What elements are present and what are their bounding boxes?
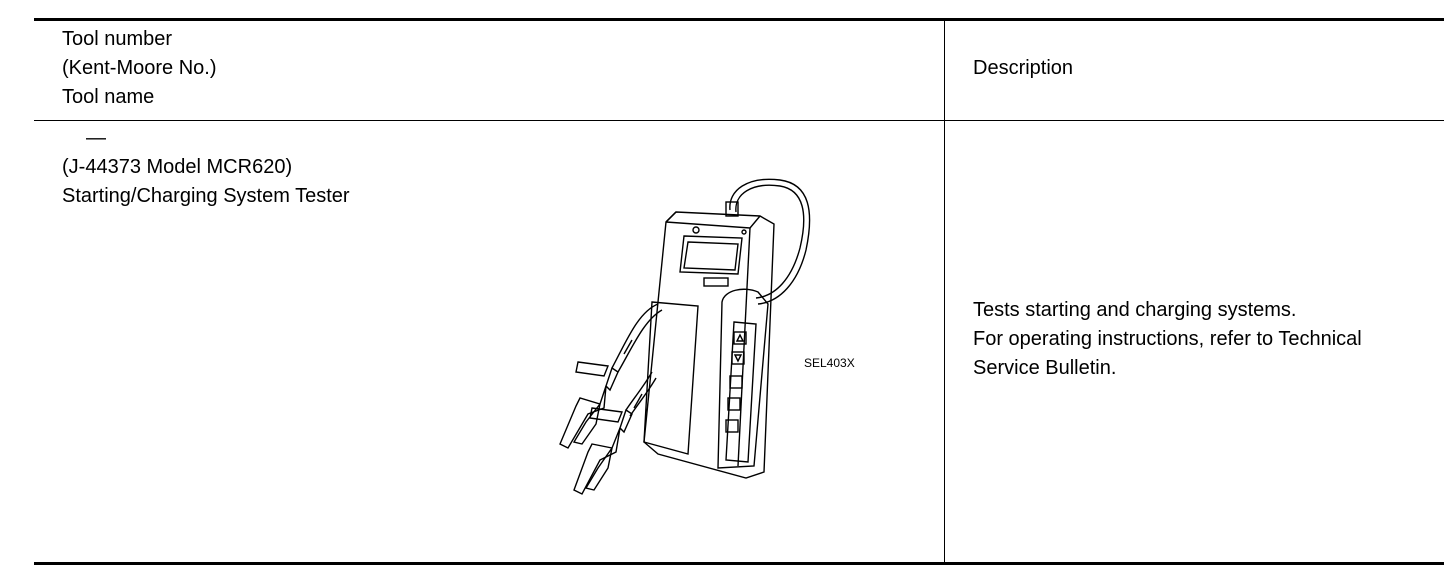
- header-tool-number: Tool number: [62, 28, 173, 50]
- header-tool-name: Tool name: [62, 86, 155, 108]
- tool-number-value: —: [86, 127, 106, 149]
- description-line-1: Tests starting and charging systems.: [973, 299, 1297, 321]
- kent-moore-value: (J-44373 Model MCR620): [62, 156, 293, 178]
- tool-name-value: Starting/Charging System Tester: [62, 185, 350, 207]
- figure-label: SEL403X: [804, 356, 855, 370]
- description-line-3: Service Bulletin.: [973, 357, 1117, 379]
- column-divider: [944, 18, 945, 564]
- header-kent-moore: (Kent-Moore No.): [62, 57, 217, 79]
- description-line-2: For operating instructions, refer to Tec…: [973, 328, 1362, 350]
- starting-charging-tester-illustration: [559, 178, 811, 495]
- table-top-rule: [34, 18, 1444, 21]
- header-bottom-rule: [34, 120, 1444, 121]
- table-bottom-rule: [34, 562, 1444, 565]
- header-description: Description: [973, 57, 1074, 79]
